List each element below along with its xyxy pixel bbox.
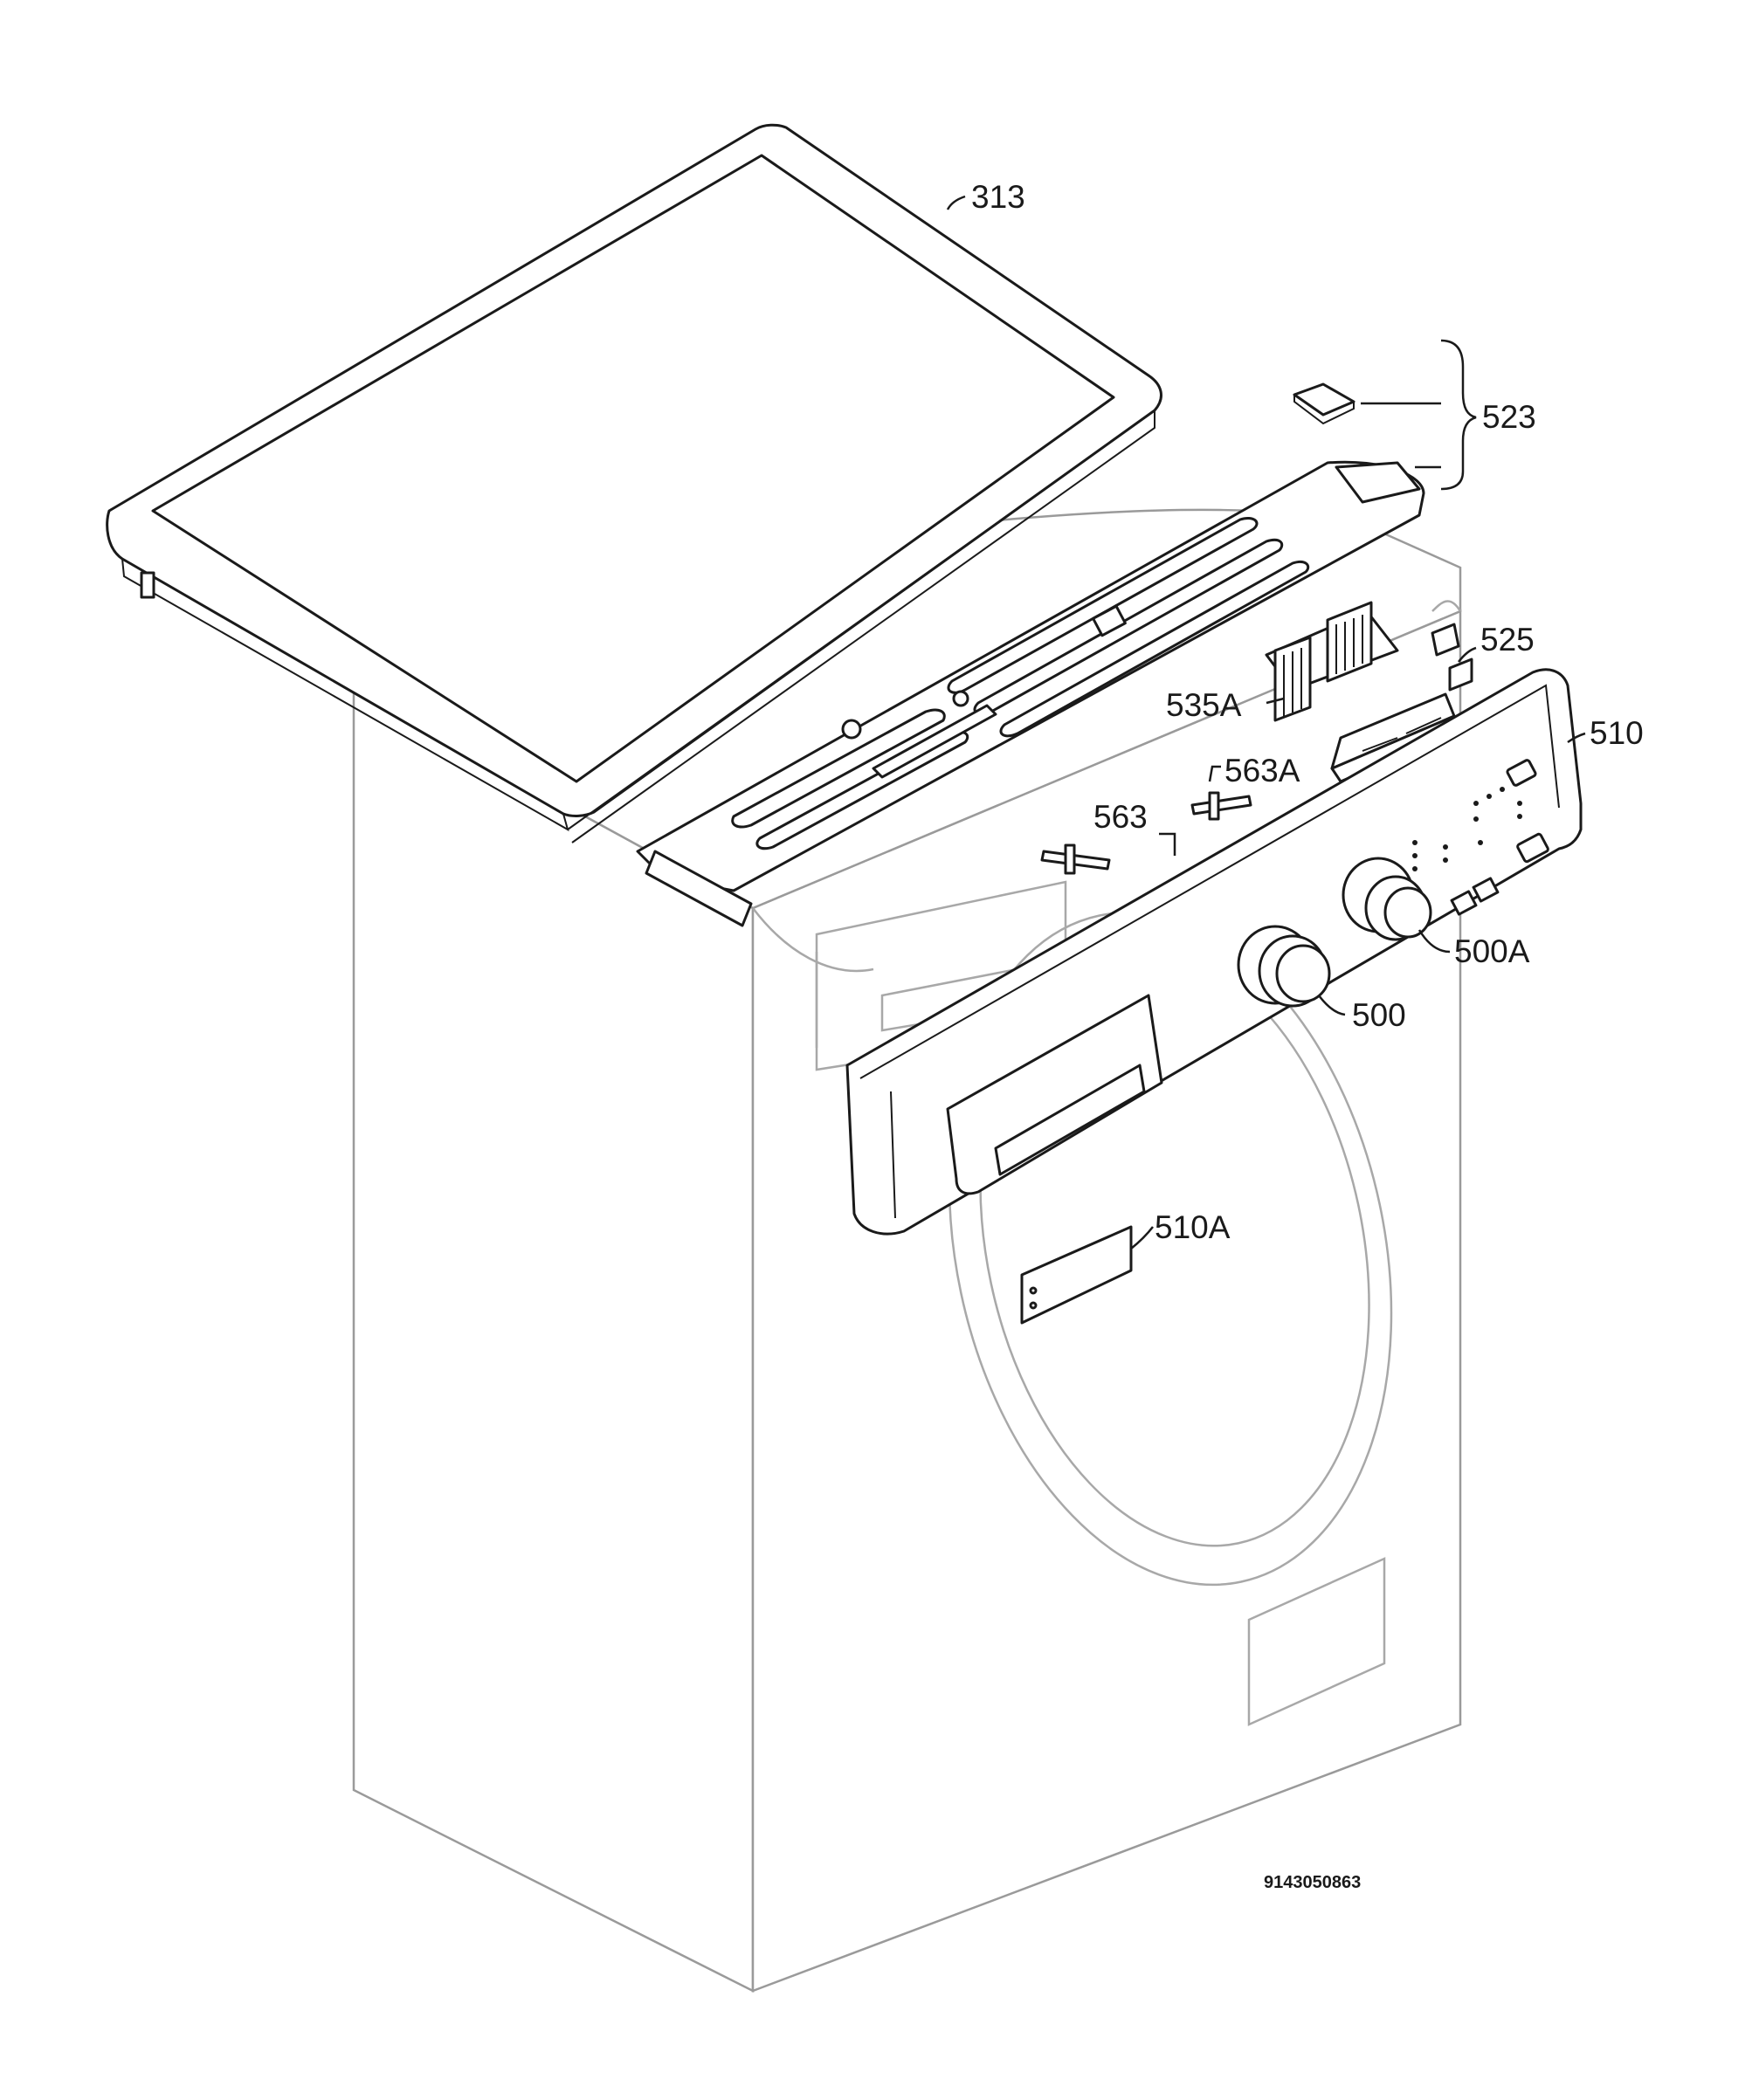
leader-lines [946,195,1586,1250]
label-563A: 563A [1224,753,1300,788]
indicator-led-dots [1412,787,1522,871]
label-563: 563 [1093,799,1148,835]
knob-500A [1342,857,1432,941]
brace-523 [1440,339,1477,491]
panel-support-tray [636,460,1425,927]
label-525: 525 [1480,622,1535,658]
part-523-pad [1293,382,1355,425]
label-523: 523 [1482,399,1536,435]
label-plate-510A [1020,1225,1133,1325]
door-outline [948,911,1393,1587]
label-510: 510 [1590,715,1644,751]
worktop-lid [106,123,1162,843]
knob-500 [1237,925,1331,1008]
label-535A: 535A [1166,687,1242,723]
service-flap [1247,1557,1386,1726]
pin-563 [1040,843,1111,875]
drawing-number: 9143050863 [1264,1873,1361,1892]
control-panel-510 [845,668,1583,1236]
part-labels: 313 523 525 535A 510 563A 563 500A 500 5… [971,179,1644,1892]
connector-525 [1431,623,1473,692]
pin-563A [1190,791,1252,821]
label-510A: 510A [1155,1209,1231,1245]
label-500: 500 [1352,997,1406,1033]
label-500A: 500A [1454,933,1530,969]
label-313: 313 [971,179,1025,215]
